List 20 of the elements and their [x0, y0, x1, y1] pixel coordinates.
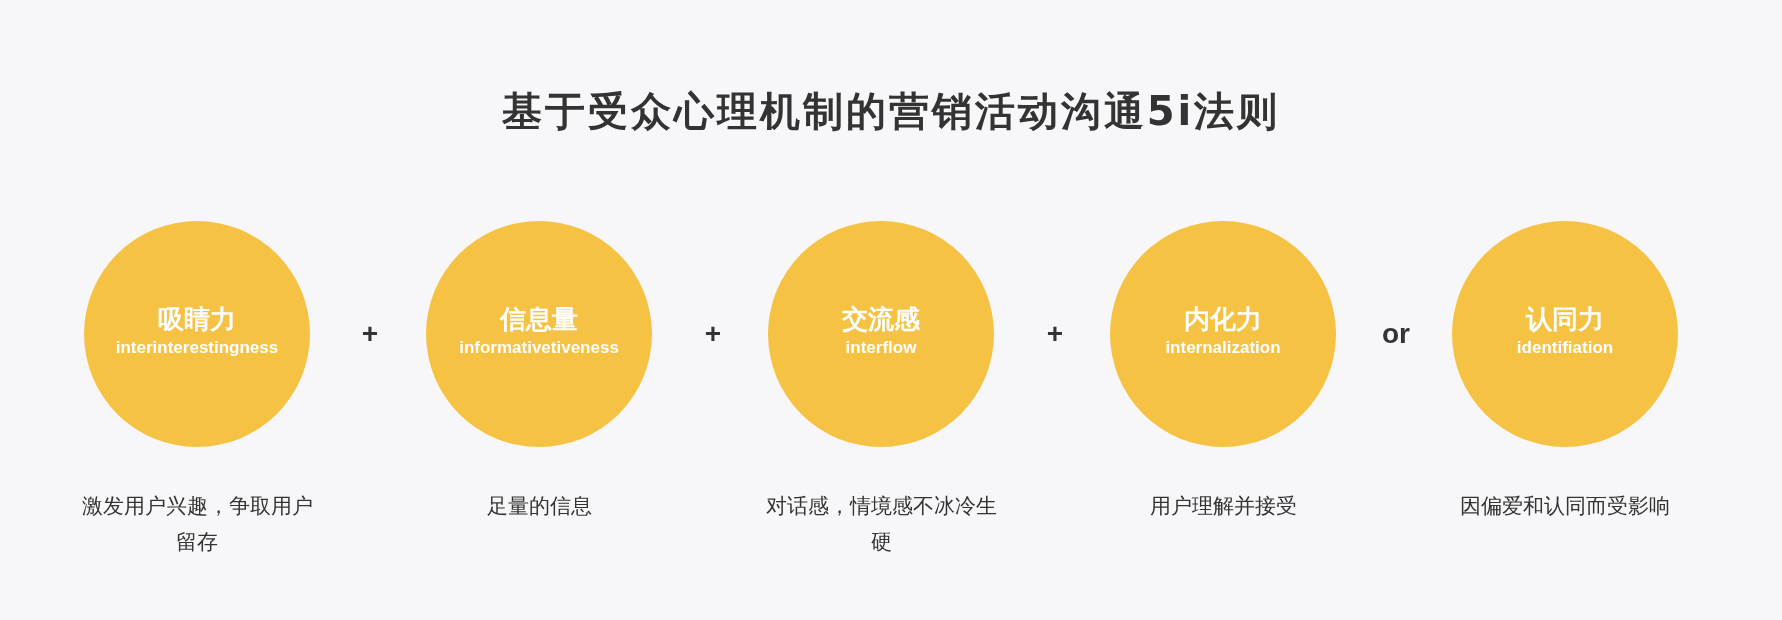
description: 用户理解并接受: [1148, 493, 1298, 520]
description: 激发用户兴趣，争取用户留存: [80, 493, 314, 556]
circle-subtitle: interinterestingness: [115, 337, 279, 359]
description: 对话感，情境感不冰冷生硬: [764, 493, 998, 556]
circle-title: 交流感: [842, 303, 920, 336]
operator-sign: +: [1046, 318, 1064, 350]
circle-subtitle: internalization: [1165, 337, 1281, 359]
title: 基于受众心理机制的营销活动沟通5i法则: [501, 88, 1281, 134]
circle-subtitle: informativetiveness: [459, 337, 619, 359]
circle-title: 吸睛力: [158, 303, 236, 336]
circle-title: 认同力: [1526, 303, 1604, 336]
operator-sign: or: [1382, 318, 1410, 350]
operator-sign: +: [361, 318, 379, 350]
operator-sign: +: [704, 318, 722, 350]
circle-subtitle: identifiation: [1516, 337, 1614, 359]
description: 足量的信息: [485, 493, 593, 520]
circle-title: 内化力: [1184, 303, 1262, 336]
circle-subtitle: interflow: [845, 337, 917, 359]
description: 因偏爱和认同而受影响: [1459, 493, 1671, 520]
circle-title: 信息量: [500, 303, 578, 336]
